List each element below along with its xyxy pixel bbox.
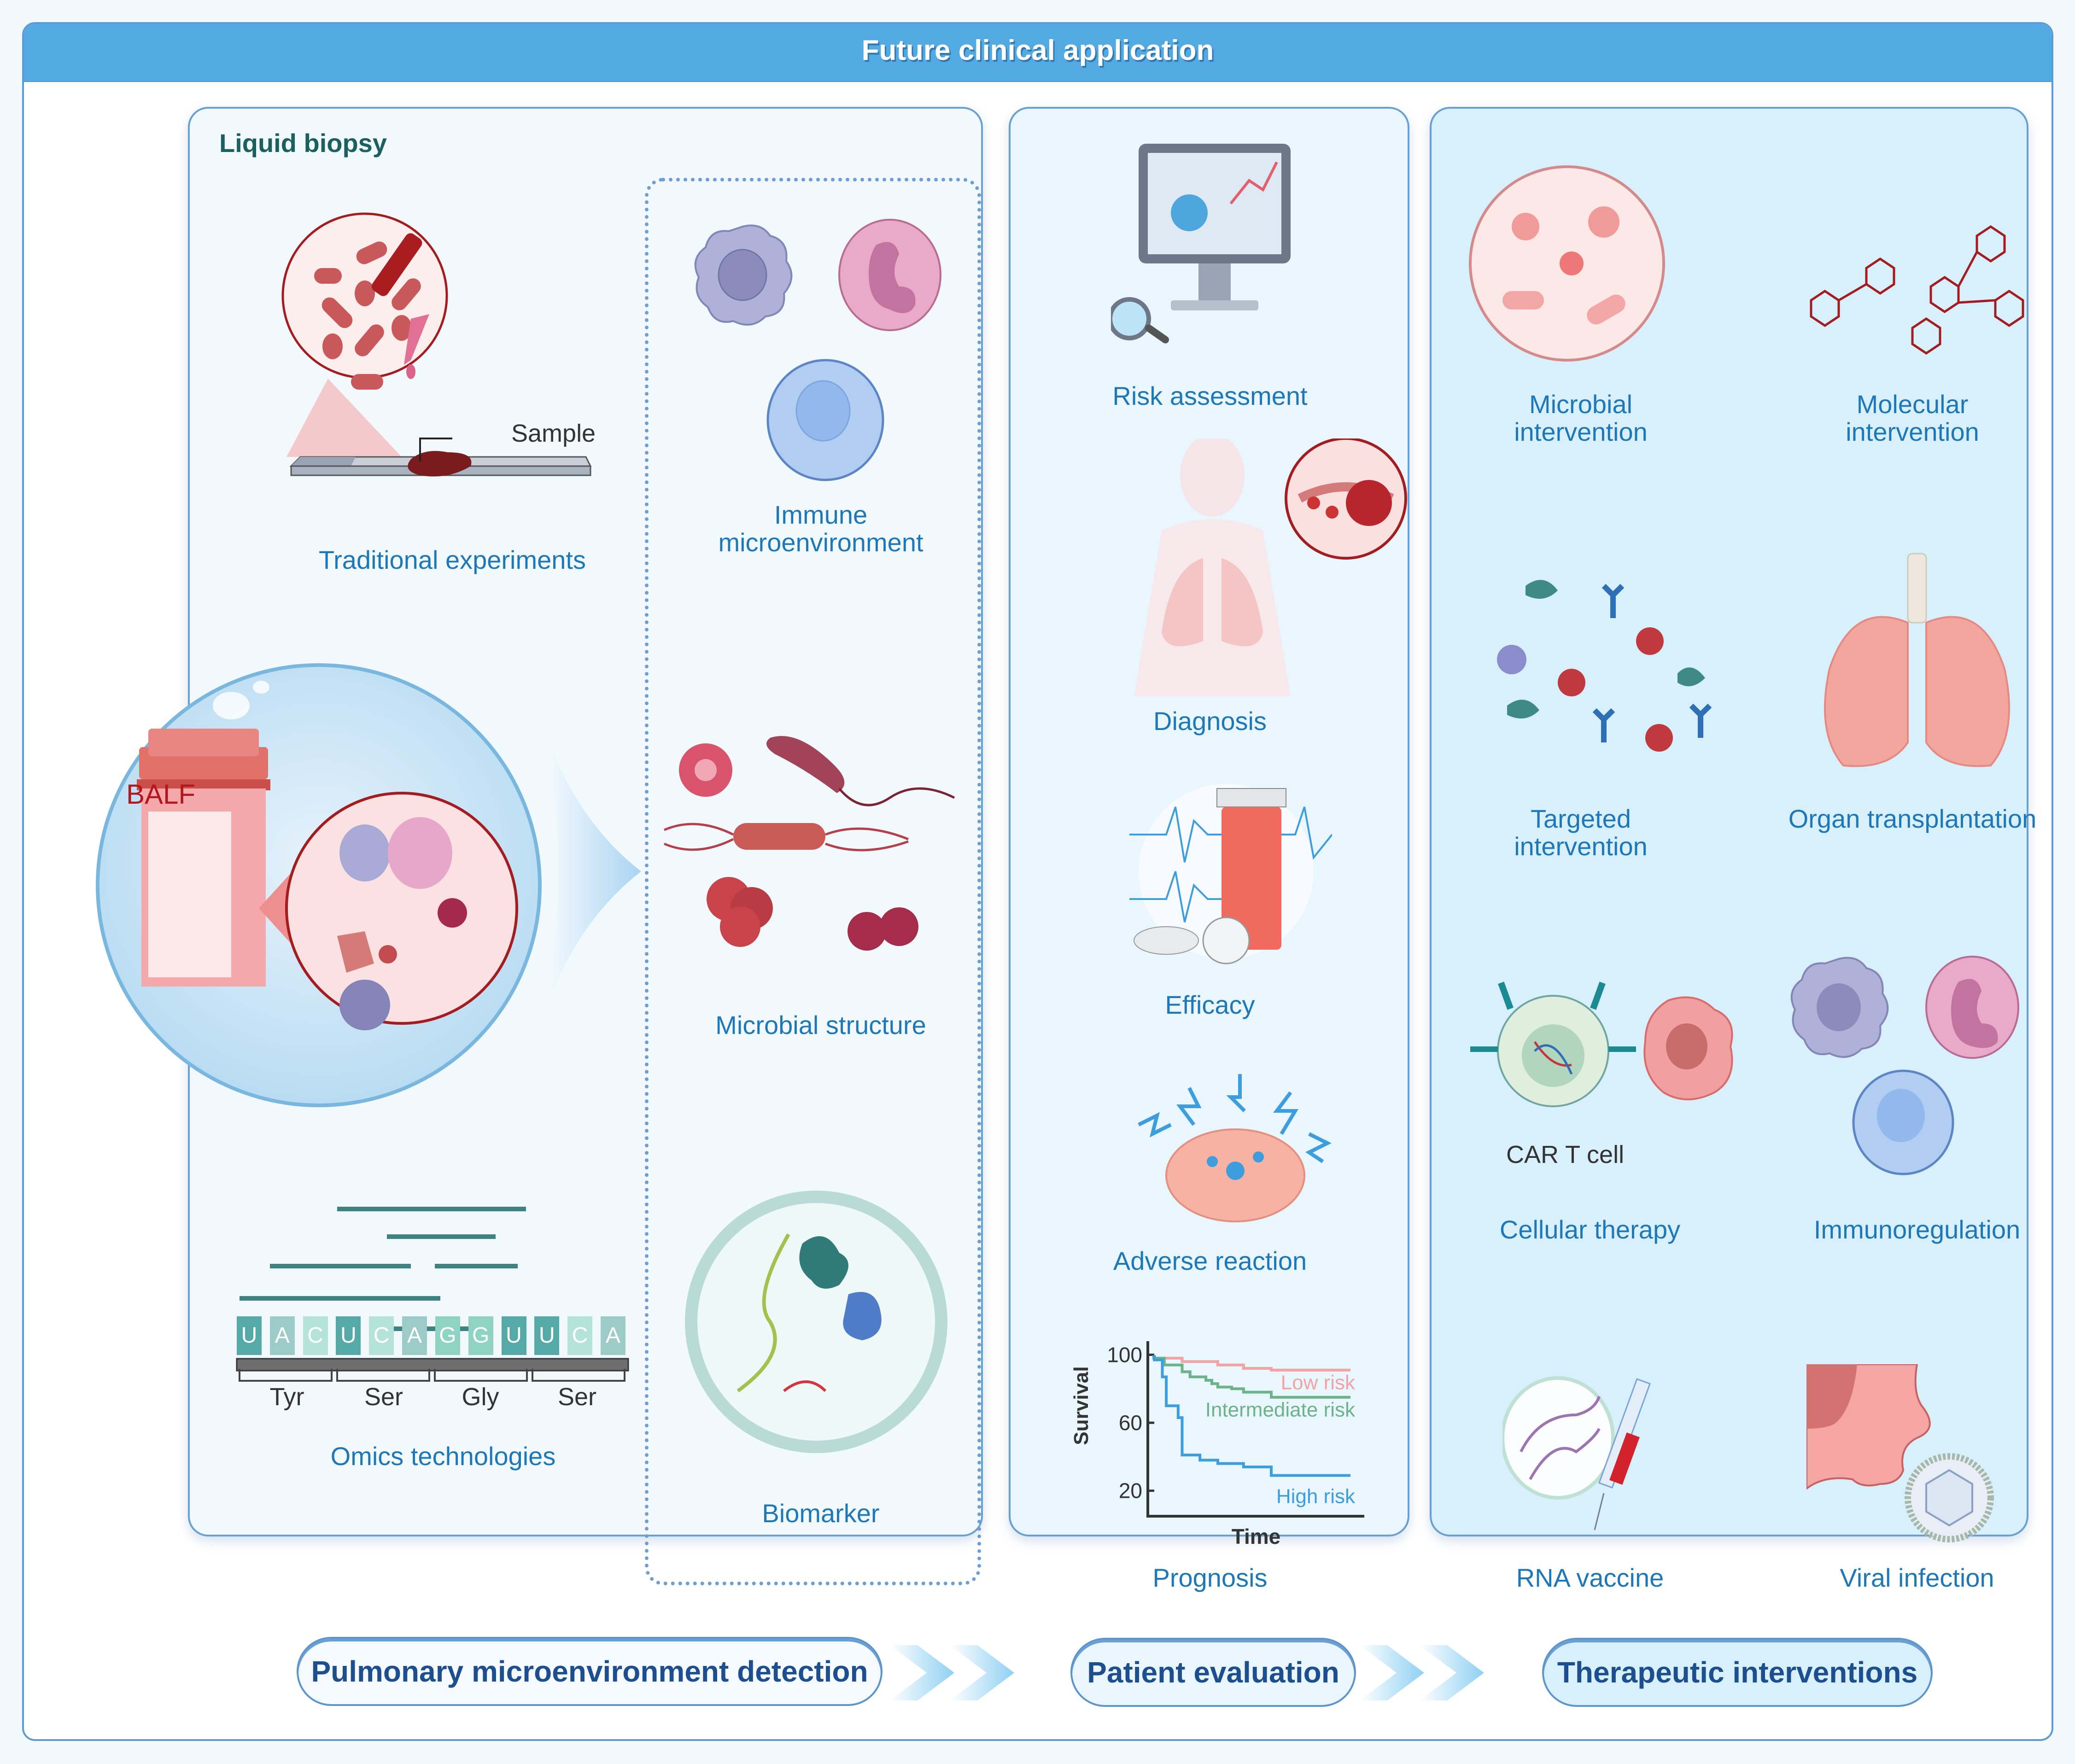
- biomarker-icon: [685, 1191, 947, 1453]
- rna-base: A: [269, 1316, 295, 1355]
- codon-label: Ser: [557, 1383, 597, 1411]
- rna-base: U: [501, 1316, 526, 1355]
- label-traditional-experiments: Traditional experiments: [319, 545, 586, 574]
- rna-base: C: [369, 1316, 394, 1355]
- rna-base: U: [336, 1316, 361, 1355]
- label-microbial-structure: Microbial structure: [715, 1011, 926, 1040]
- viral-infection-icon: [1806, 1364, 1994, 1542]
- series-label: High risk: [1276, 1485, 1356, 1507]
- balf-label: BALF: [126, 779, 196, 810]
- label-molecular-intervention: Molecular intervention: [1846, 390, 1979, 446]
- car-t-cell-label: CAR T cell: [1506, 1141, 1625, 1168]
- lungs-diagnosis-icon: [1134, 438, 1407, 696]
- series-line-intermediate-risk: [1152, 1356, 1350, 1399]
- y-tick-label: 20: [1119, 1479, 1142, 1503]
- figure-frame: Future clinical application Liquid biops…: [22, 22, 2053, 1741]
- balf-bubble-icon: [96, 663, 641, 1107]
- chart-y-axis-label: Survival: [1070, 1366, 1093, 1445]
- series-line-high-risk: [1152, 1355, 1350, 1477]
- label-diagnosis: Diagnosis: [1153, 707, 1267, 736]
- sample-label: Sample: [511, 420, 596, 447]
- microbes-icon: [664, 736, 955, 951]
- targeted-antibodies-icon: [1497, 580, 1712, 752]
- step-pulmonary-detection[interactable]: Pulmonary microenvironment detection: [297, 1637, 883, 1706]
- car-t-cell-icon: [1470, 981, 1733, 1107]
- immune-cells-icon: [694, 219, 941, 481]
- arrow-chevron-icon: [890, 1645, 1014, 1700]
- label-adverse-reaction: Adverse reaction: [1113, 1246, 1307, 1275]
- label-viral-infection: Viral infection: [1840, 1563, 1994, 1592]
- rna-base: C: [303, 1316, 328, 1355]
- rna-base: G: [435, 1316, 460, 1355]
- step-patient-evaluation[interactable]: Patient evaluation: [1070, 1638, 1356, 1707]
- sequencing-reads-icon: [236, 1207, 629, 1372]
- series-label: Low risk: [1281, 1372, 1356, 1394]
- codon-label: Gly: [462, 1383, 499, 1411]
- label-biomarker: Biomarker: [762, 1499, 880, 1528]
- rna-base: A: [600, 1316, 625, 1355]
- evaluation-panel: [1009, 107, 1409, 1536]
- arrow-chevron-icon: [1360, 1645, 1484, 1700]
- y-tick-label: 100: [1107, 1343, 1142, 1367]
- rna-bases: U A C U C A G G U U C A: [237, 1316, 625, 1355]
- label-targeted-intervention: Targeted intervention: [1514, 804, 1648, 861]
- efficacy-medication-icon: [1129, 784, 1332, 964]
- label-organ-transplantation: Organ transplantation: [1788, 804, 2037, 833]
- chart-axes: [1146, 1341, 1364, 1518]
- molecule-structure-icon: [1810, 225, 2024, 355]
- step-therapeutic-interventions[interactable]: Therapeutic interventions: [1542, 1638, 1933, 1707]
- computer-monitor-icon: [1111, 144, 1291, 344]
- label-immunoregulation: Immunoregulation: [1813, 1215, 2021, 1244]
- rna-base: U: [534, 1316, 560, 1355]
- label-efficacy: Efficacy: [1165, 990, 1255, 1019]
- codon-label: Tyr: [269, 1383, 304, 1411]
- dotted-group: [645, 178, 981, 1585]
- microscope-slide-icon: [281, 212, 592, 477]
- series-line-low-risk: [1152, 1356, 1350, 1372]
- codon-brackets: [239, 1369, 625, 1383]
- rna-base: U: [237, 1316, 262, 1355]
- codon-label: Ser: [364, 1383, 403, 1411]
- label-cellular-therapy: Cellular therapy: [1499, 1215, 1681, 1244]
- lungs-transplant-icon: [1824, 553, 2010, 767]
- chart-x-axis-label: Time: [1232, 1525, 1281, 1548]
- survival-chart: Survival Time 100 60 20 Low riskIntermedia…: [1070, 1341, 1364, 1548]
- rna-base: G: [468, 1316, 493, 1355]
- label-rna-vaccine: RNA vaccine: [1516, 1563, 1664, 1592]
- y-tick-label: 60: [1119, 1411, 1142, 1435]
- immune-cells-icon-2: [1790, 956, 2019, 1175]
- label-immune-microenvironment: Immune microenvironment: [718, 500, 924, 557]
- label-omics-technologies: Omics technologies: [330, 1442, 556, 1471]
- rna-vaccine-icon: [1502, 1376, 1651, 1530]
- label-prognosis: Prognosis: [1152, 1563, 1268, 1592]
- brain-adverse-icon: [1138, 1074, 1332, 1222]
- header-bar: Future clinical application: [24, 24, 2052, 82]
- series-label: Intermediate risk: [1205, 1399, 1356, 1421]
- figure-title: Future clinical application: [861, 35, 1214, 66]
- rna-base: C: [567, 1316, 593, 1355]
- codon-labels: Tyr Ser Gly Ser: [239, 1383, 625, 1411]
- label-risk-assessment: Risk assessment: [1112, 381, 1308, 410]
- liquid-biopsy-heading: Liquid biopsy: [219, 129, 387, 158]
- rna-base: A: [402, 1316, 427, 1355]
- label-microbial-intervention: Microbial intervention: [1514, 390, 1648, 446]
- microbial-intervention-icon: [1469, 165, 1665, 362]
